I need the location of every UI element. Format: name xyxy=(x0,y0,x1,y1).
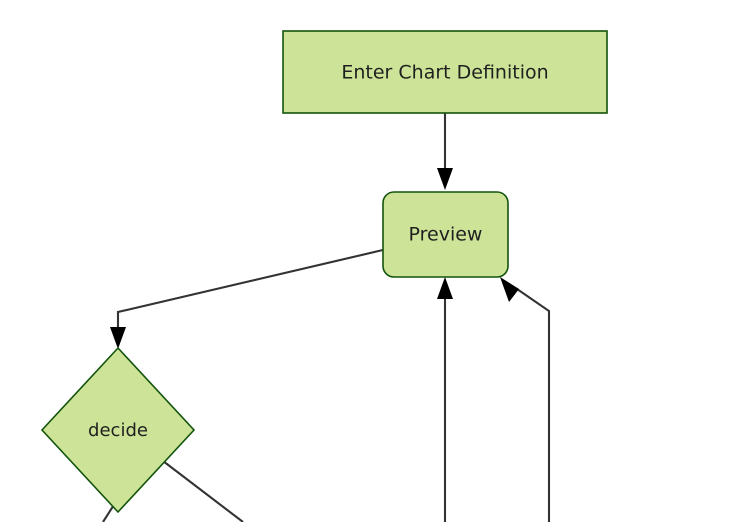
node-preview[interactable]: Preview xyxy=(382,191,509,278)
node-rectangle[interactable] xyxy=(282,30,608,114)
edge-line xyxy=(516,288,551,522)
arrowhead-icon xyxy=(437,277,453,299)
node-label-preview: Preview xyxy=(409,224,483,246)
edge-line xyxy=(162,460,244,522)
edge-right-into-preview xyxy=(500,277,551,522)
edge-decide-right-out xyxy=(162,460,244,522)
edge-line xyxy=(116,248,384,330)
arrowhead-icon xyxy=(500,277,519,302)
edge-enter-to-preview xyxy=(437,113,453,190)
arrowhead-icon xyxy=(437,168,453,190)
arrowhead-icon xyxy=(110,327,126,349)
node-diamond[interactable] xyxy=(40,346,196,514)
node-decide[interactable]: decide xyxy=(40,346,196,514)
node-label-decide: decide xyxy=(88,420,148,441)
edge-center-into-preview xyxy=(437,277,453,522)
node-label-enter-chart-definition: Enter Chart Definition xyxy=(341,62,548,84)
node-enter-chart-definition[interactable]: Enter Chart Definition xyxy=(282,30,608,114)
node-rounded-rectangle[interactable] xyxy=(382,191,509,278)
edge-preview-to-decide xyxy=(110,248,384,349)
